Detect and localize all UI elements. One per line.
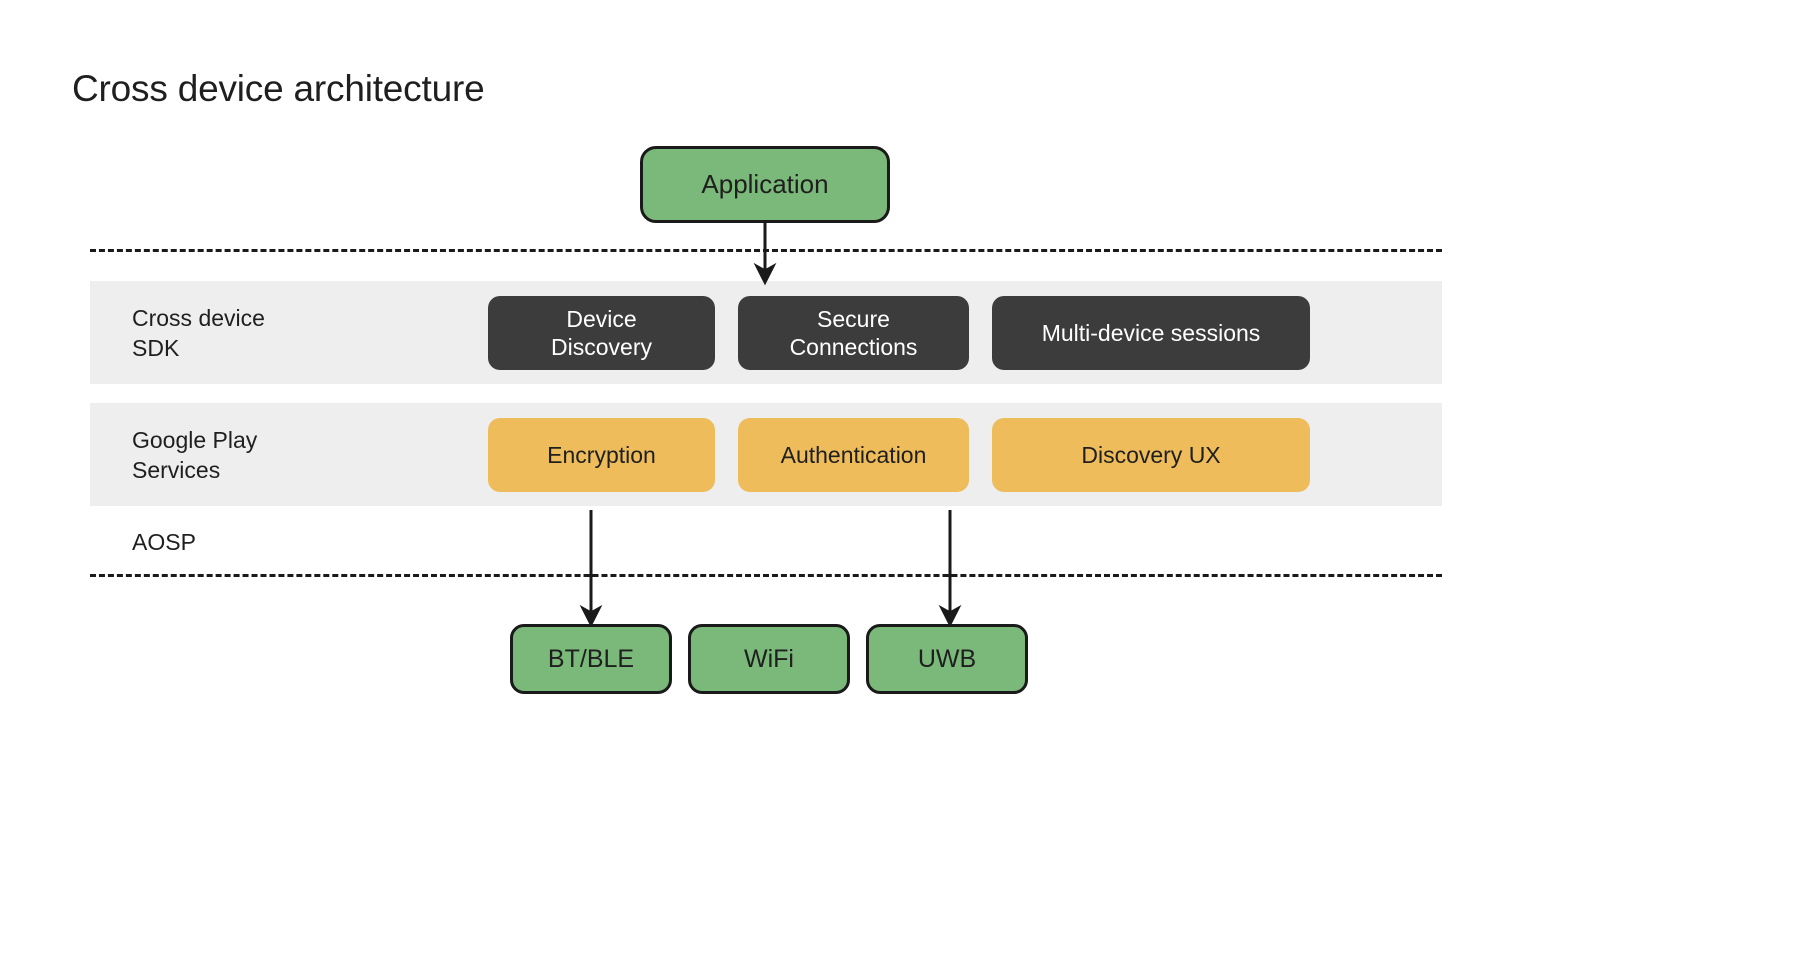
chip-secure-connections[interactable]: Secure Connections <box>738 295 969 370</box>
chip-discovery-ux[interactable]: Discovery UX <box>992 417 1310 492</box>
chip-encryption-label: Encryption <box>547 441 656 468</box>
transport-wifi[interactable]: WiFi <box>688 624 850 694</box>
layer-band-google-play-services: Google Play Services Encryption Authenti… <box>90 403 1442 506</box>
application-label: Application <box>701 169 829 199</box>
transport-bt-ble-label: BT/BLE <box>547 644 635 673</box>
chip-device-discovery[interactable]: Device Discovery <box>488 295 715 370</box>
chip-secure-connections-label: Secure Connections <box>789 305 918 360</box>
page-title: Cross device architecture <box>72 68 485 109</box>
transport-wifi-label: WiFi <box>744 644 794 673</box>
chip-device-discovery-label: Device Discovery <box>551 305 652 360</box>
sdk-chip-row: Device Discovery Secure Connections Mult… <box>488 295 1310 370</box>
layer-label-google-play-services: Google Play Services <box>132 426 258 483</box>
chip-authentication-label: Authentication <box>780 441 927 468</box>
application-box[interactable]: Application <box>640 146 890 223</box>
layer-label-aosp: AOSP <box>132 529 196 555</box>
dashed-divider-bottom <box>90 574 1442 577</box>
transport-bt-ble[interactable]: BT/BLE <box>510 624 672 694</box>
dashed-divider-top <box>90 249 1442 252</box>
chip-encryption[interactable]: Encryption <box>488 417 715 492</box>
transport-uwb[interactable]: UWB <box>866 624 1028 694</box>
layer-label-cross-device-sdk: Cross device SDK <box>132 304 265 361</box>
layer-band-cross-device-sdk: Cross device SDK Device Discovery Secure… <box>90 281 1442 384</box>
chip-authentication[interactable]: Authentication <box>738 417 969 492</box>
chip-multi-device-sessions[interactable]: Multi-device sessions <box>992 295 1310 370</box>
transport-row: BT/BLE WiFi UWB <box>510 624 1028 694</box>
chip-multi-device-sessions-label: Multi-device sessions <box>1041 319 1261 346</box>
transport-uwb-label: UWB <box>917 644 977 673</box>
chip-discovery-ux-label: Discovery UX <box>1081 441 1221 468</box>
gps-chip-row: Encryption Authentication Discovery UX <box>488 417 1310 492</box>
